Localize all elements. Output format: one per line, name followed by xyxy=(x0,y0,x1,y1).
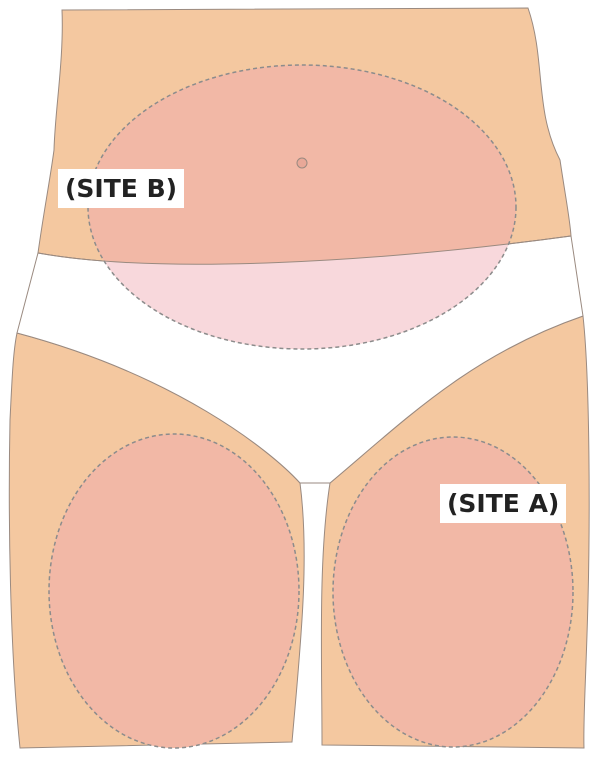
left-thigh-zone xyxy=(49,434,299,748)
site-b-label: (SITE B) xyxy=(58,169,184,208)
site-a-label: (SITE A) xyxy=(440,484,566,523)
navel xyxy=(297,158,307,168)
